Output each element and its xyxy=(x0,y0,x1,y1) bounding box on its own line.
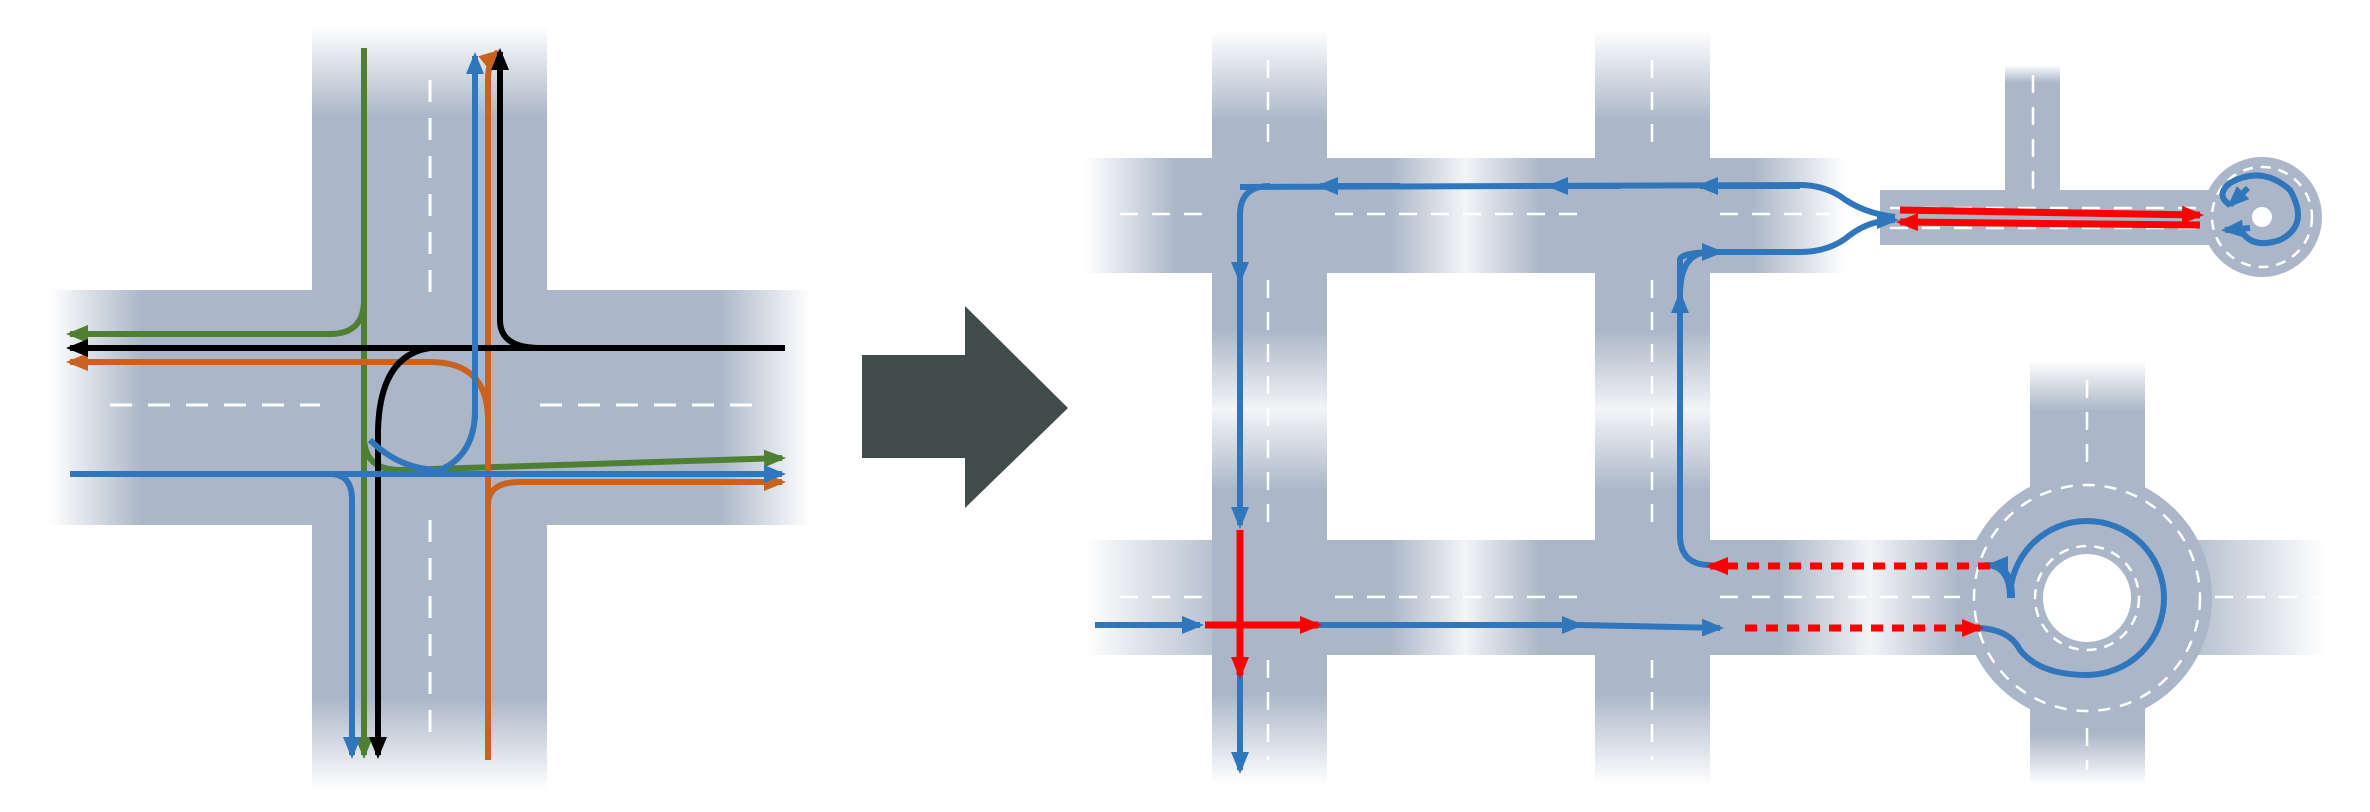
right-network xyxy=(1085,30,2325,785)
route-blue xyxy=(70,52,786,759)
route-red-dashed xyxy=(1706,557,1990,637)
left-intersection xyxy=(50,25,810,790)
right-block-arrow-icon xyxy=(862,306,1068,508)
right-lane-markings xyxy=(1120,60,2320,770)
road-fade-gaps xyxy=(1212,158,1960,655)
route-red-conflict xyxy=(1205,205,2204,679)
route-blue-network xyxy=(1095,172,2301,774)
route-black xyxy=(66,48,785,759)
